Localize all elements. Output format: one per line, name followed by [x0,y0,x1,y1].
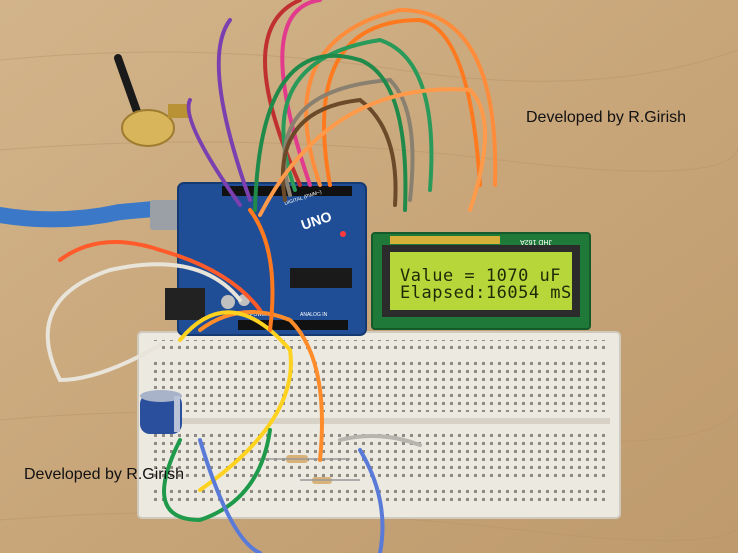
potentiometer [114,54,190,147]
developer-caption-bottom: Developed by R.Girish [24,466,185,483]
usb-cable [0,200,173,228]
resistors [260,455,360,484]
lcd-line-1: Value = 1070 uF [400,266,562,286]
electrolytic-capacitor [140,390,182,434]
lcd-module-label: JHD 162A [520,238,552,245]
jumper-wires [45,0,498,553]
lcd-module [371,232,591,330]
arduino-power-label: POWER [250,312,269,318]
lcd-line-2: Elapsed:16054 mS [400,283,572,303]
arduino-analog-label: ANALOG IN [300,312,328,318]
developer-caption-top: Developed by R.Girish [526,109,687,126]
